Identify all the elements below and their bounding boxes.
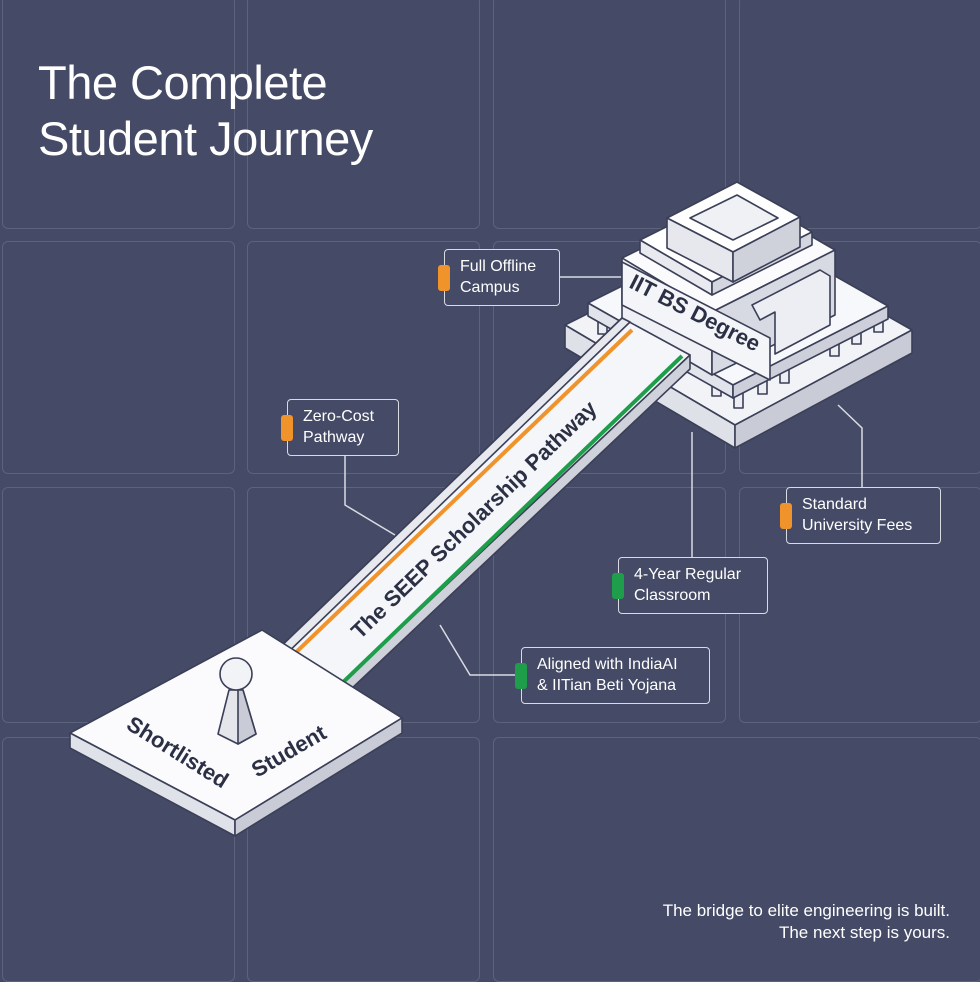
green-marker bbox=[515, 662, 527, 689]
callout-line: Classroom bbox=[634, 587, 711, 604]
footer-line-2: The next step is yours. bbox=[778, 923, 950, 942]
green-marker bbox=[612, 572, 624, 599]
page-title: The Complete Student Journey bbox=[38, 55, 373, 167]
grid-cell bbox=[247, 241, 480, 474]
grid-cell bbox=[739, 0, 980, 229]
orange-marker bbox=[780, 502, 792, 529]
callout-line: 4-Year Regular bbox=[634, 566, 742, 583]
callout-university-fees: Standard University Fees bbox=[780, 487, 941, 544]
connector-zero-cost bbox=[344, 455, 396, 536]
footer-tagline: The bridge to elite engineering is built… bbox=[663, 900, 950, 944]
connector-india-ai bbox=[439, 624, 521, 676]
bridge-green-stripe bbox=[333, 354, 684, 692]
title-line-2: Student Journey bbox=[38, 112, 373, 165]
title-line-1: The Complete bbox=[38, 56, 328, 109]
callout-line: & IITian Beti Yojana bbox=[537, 677, 677, 694]
callout-line: Campus bbox=[460, 279, 520, 296]
bridge-rail-left bbox=[271, 317, 631, 661]
grid-cell bbox=[2, 241, 235, 474]
callout-line: Full Offline bbox=[460, 258, 537, 275]
grid-cell bbox=[247, 0, 480, 229]
callout-line: Pathway bbox=[303, 429, 365, 446]
callout-offline-campus: Full Offline Campus bbox=[438, 249, 560, 306]
student-figure-icon bbox=[217, 657, 257, 745]
grid-cell bbox=[2, 0, 235, 229]
building-base-right bbox=[734, 329, 913, 449]
callout-line: University Fees bbox=[802, 517, 913, 534]
callout-zero-cost: Zero-Cost Pathway bbox=[281, 399, 399, 456]
pedestal-right bbox=[234, 717, 403, 837]
connector-university-fees bbox=[837, 404, 863, 487]
footer-line-1: The bridge to elite engineering is built… bbox=[662, 901, 950, 920]
bridge-orange-stripe bbox=[286, 328, 634, 662]
building-sign-panel bbox=[621, 261, 771, 381]
grid-cell bbox=[493, 0, 726, 229]
building-plinth-right bbox=[732, 305, 889, 399]
building-roof-inner bbox=[689, 194, 779, 241]
orange-marker bbox=[438, 264, 450, 291]
callout-line: Zero-Cost bbox=[303, 408, 375, 425]
callout-line: Aligned with IndiaAI bbox=[537, 656, 678, 673]
callout-connectors bbox=[344, 276, 863, 676]
building-roof-right bbox=[732, 216, 801, 283]
orange-marker bbox=[281, 414, 293, 441]
callout-india-ai: Aligned with IndiaAI & IITian Beti Yojan… bbox=[515, 647, 710, 704]
building-annex-front bbox=[751, 269, 831, 355]
seep-bridge bbox=[271, 317, 691, 708]
callout-regular-classroom: 4-Year Regular Classroom bbox=[612, 557, 768, 614]
callout-line: Standard bbox=[802, 496, 867, 513]
